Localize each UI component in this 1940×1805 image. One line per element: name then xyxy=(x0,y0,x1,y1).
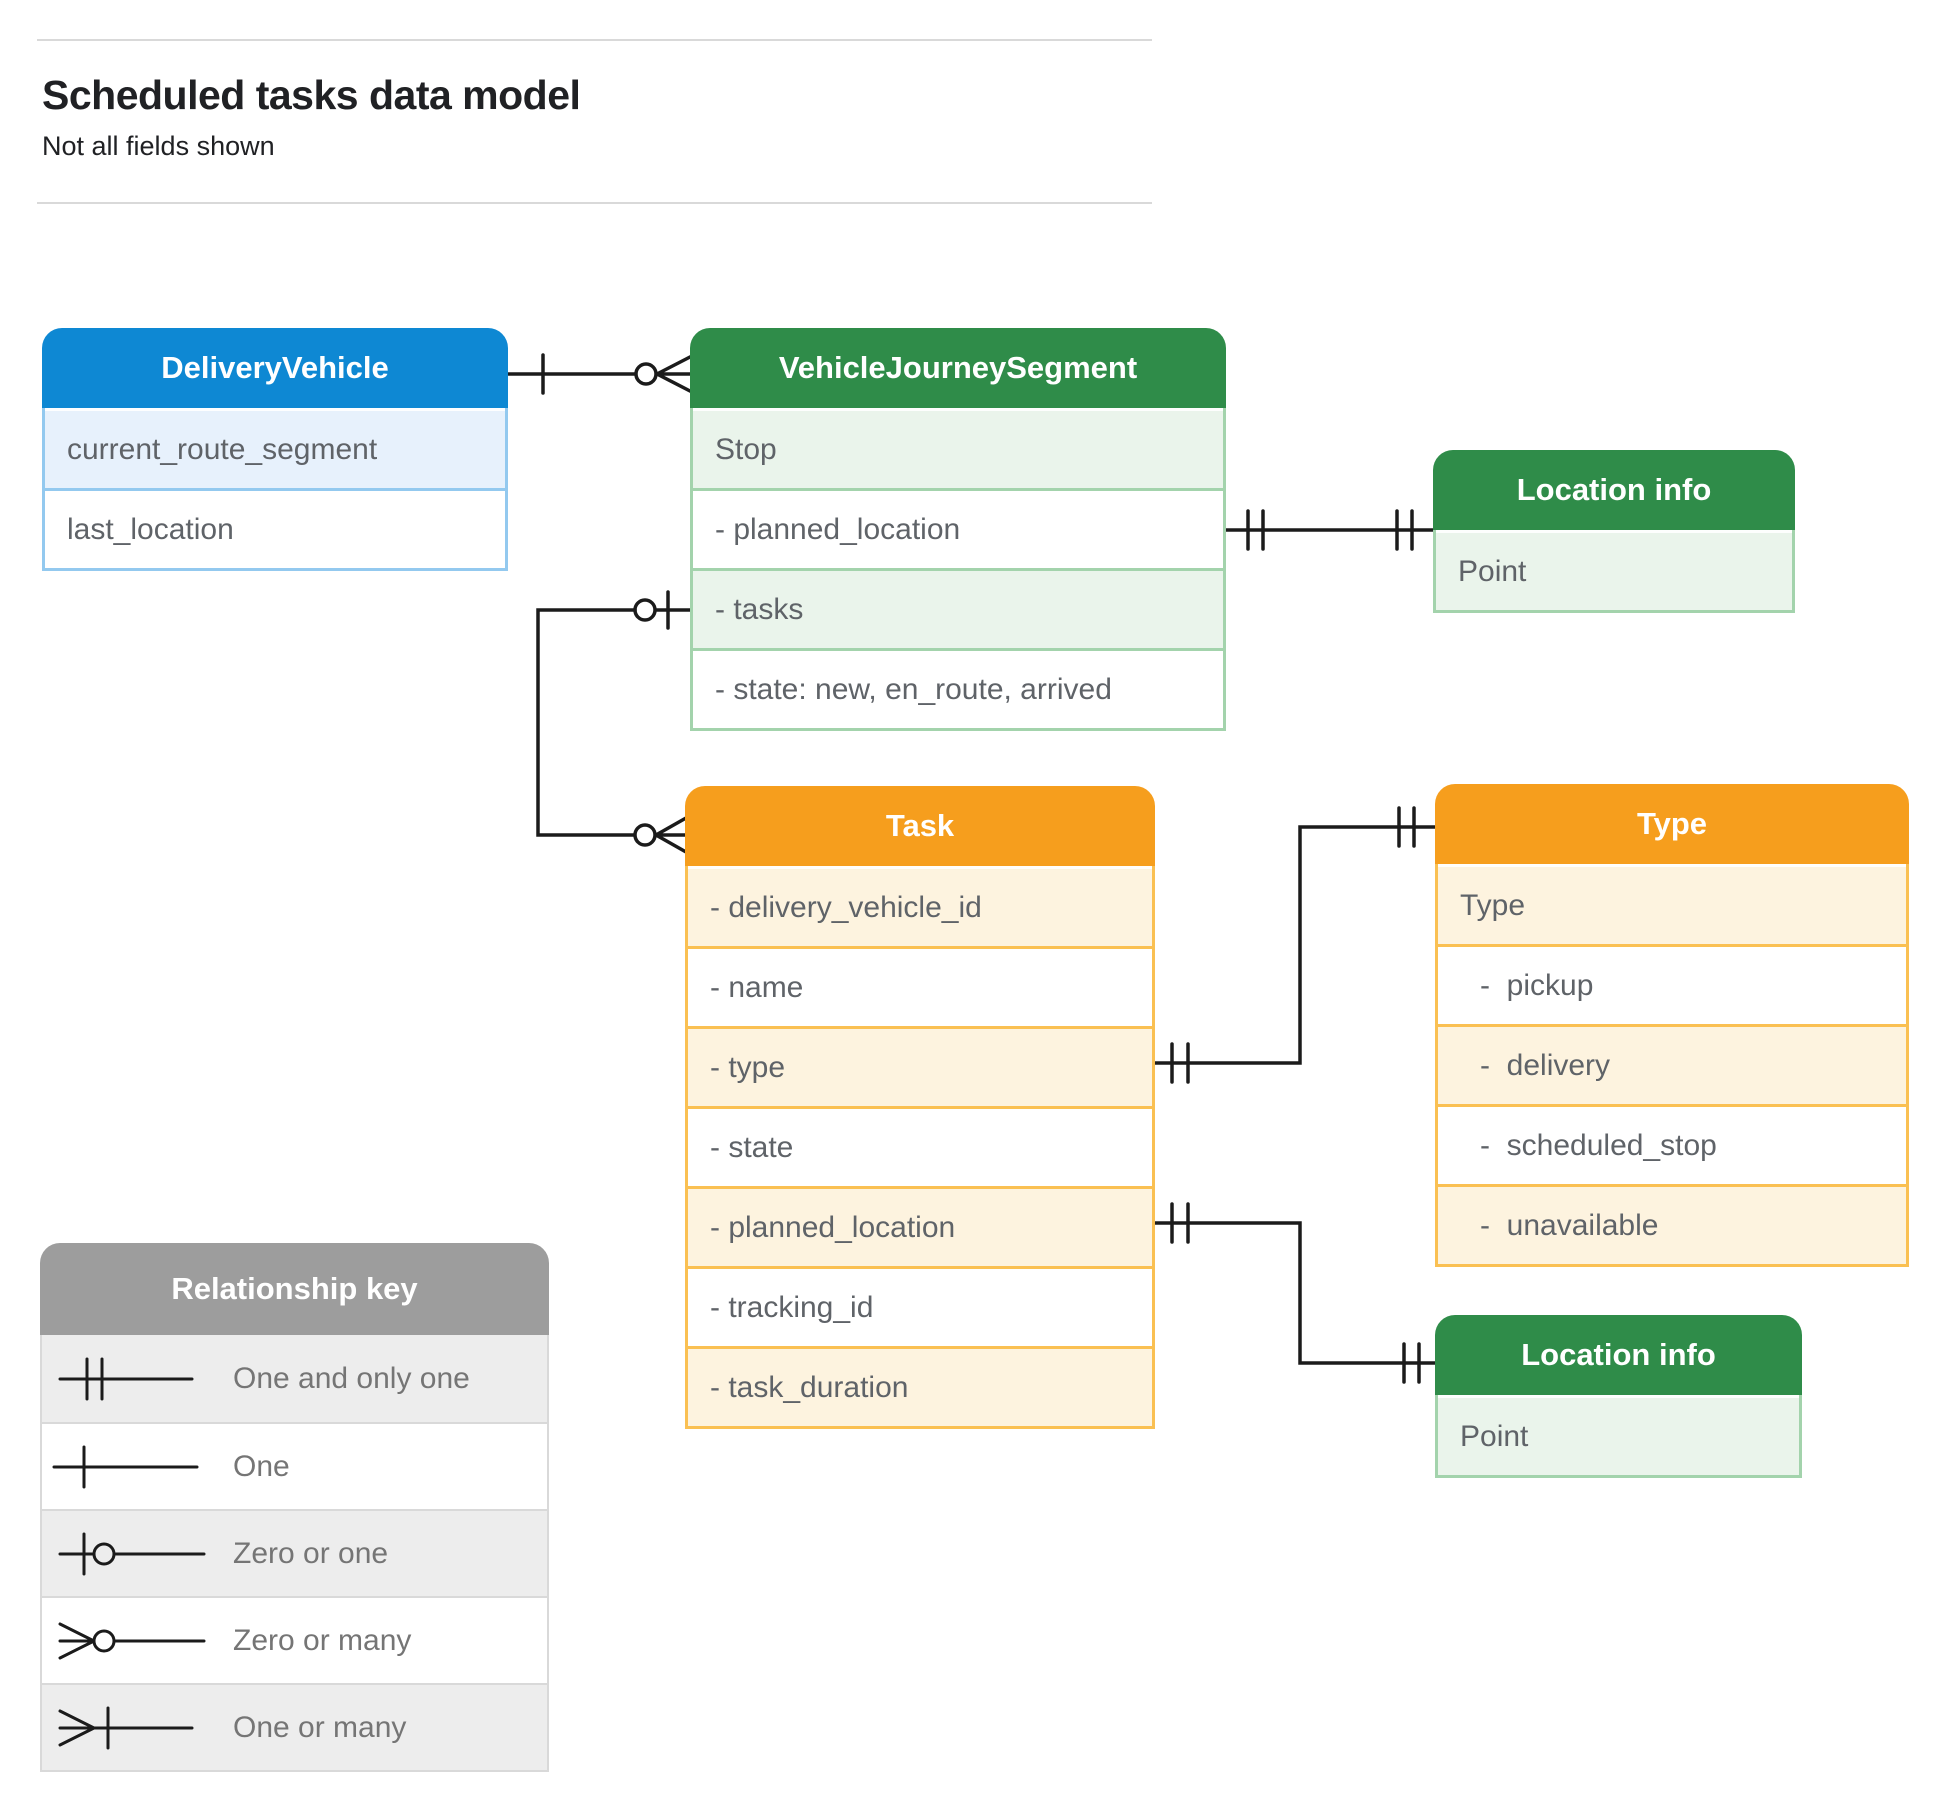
crow-foot xyxy=(654,816,688,854)
entity-task-title: Task xyxy=(685,786,1155,866)
entity-vehicle-journey-segment-title: VehicleJourneySegment xyxy=(690,328,1226,408)
entity-delivery-vehicle-title: DeliveryVehicle xyxy=(42,328,508,408)
field-stop: Stop xyxy=(693,408,1223,488)
page-title: Scheduled tasks data model xyxy=(42,72,581,118)
field-type-label: Type xyxy=(1438,864,1906,944)
legend-label: Zero or many xyxy=(233,1623,412,1657)
field-planned-location: - planned_location xyxy=(688,1186,1152,1266)
entity-location-info-bottom-title: Location info xyxy=(1435,1315,1802,1395)
legend-item-one-and-only-one: One and only one xyxy=(42,1335,547,1422)
entity-task: Task - delivery_vehicle_id - name - type… xyxy=(685,786,1155,1429)
field-name: - name xyxy=(688,946,1152,1026)
zero-circle xyxy=(633,598,657,622)
field-current-route-segment: current_route_segment xyxy=(45,408,505,488)
top-rule xyxy=(37,39,1152,41)
field-point: Point xyxy=(1438,1395,1799,1475)
entity-delivery-vehicle: DeliveryVehicle current_route_segment la… xyxy=(42,328,508,571)
field-tracking-id: - tracking_id xyxy=(688,1266,1152,1346)
zero-circle xyxy=(634,362,658,386)
page-subtitle: Not all fields shown xyxy=(42,131,275,161)
field-state: - state: new, en_route, arrived xyxy=(693,648,1223,728)
relationship-key-title: Relationship key xyxy=(40,1243,549,1335)
crow-foot xyxy=(655,355,692,393)
field-tasks: - tasks xyxy=(693,568,1223,648)
legend-label: One xyxy=(233,1449,290,1483)
legend-item-zero-or-one: Zero or one xyxy=(42,1509,547,1596)
entity-type: Type Type - pickup - delivery - schedule… xyxy=(1435,784,1909,1267)
legend-symbol-zero-or-one xyxy=(58,1532,206,1576)
field-scheduled-stop: - scheduled_stop xyxy=(1438,1104,1906,1184)
field-planned-location: - planned_location xyxy=(693,488,1223,568)
legend-item-one-or-many: One or many xyxy=(42,1683,547,1770)
legend-symbol-one-and-only-one xyxy=(58,1357,194,1401)
field-state: - state xyxy=(688,1106,1152,1186)
connector-vjs-tasks-task xyxy=(536,590,692,854)
legend-item-zero-or-many: Zero or many xyxy=(42,1596,547,1683)
legend-item-one: One xyxy=(42,1422,547,1509)
connector-deliveryvehicle-vehiclejourneysegment xyxy=(506,353,692,395)
connector-vjs-plannedlocation-locationinfo xyxy=(1224,509,1435,551)
zero-circle xyxy=(633,823,657,847)
legend-symbol-one xyxy=(52,1445,199,1489)
field-delivery: - delivery xyxy=(1438,1024,1906,1104)
field-point: Point xyxy=(1436,530,1792,610)
field-task-duration: - task_duration xyxy=(688,1346,1152,1426)
field-last-location: last_location xyxy=(45,488,505,568)
title-bottom-rule xyxy=(37,202,1152,204)
entity-location-info-bottom: Location info Point xyxy=(1435,1315,1802,1478)
field-type: - type xyxy=(688,1026,1152,1106)
legend-label: One or many xyxy=(233,1710,407,1744)
entity-location-info-top-title: Location info xyxy=(1433,450,1795,530)
entity-type-title: Type xyxy=(1435,784,1909,864)
legend-label: One and only one xyxy=(233,1361,470,1395)
legend-symbol-one-or-many xyxy=(58,1706,194,1750)
field-unavailable: - unavailable xyxy=(1438,1184,1906,1264)
legend-label: Zero or one xyxy=(233,1536,389,1570)
connector-task-type-type xyxy=(1153,806,1437,1084)
entity-location-info-top: Location info Point xyxy=(1433,450,1795,613)
connector-task-plannedlocation-locationinfo xyxy=(1153,1202,1437,1384)
legend-symbol-zero-or-many xyxy=(58,1622,206,1660)
entity-vehicle-journey-segment: VehicleJourneySegment Stop - planned_loc… xyxy=(690,328,1226,731)
field-pickup: - pickup xyxy=(1438,944,1906,1024)
field-delivery-vehicle-id: - delivery_vehicle_id xyxy=(688,866,1152,946)
relationship-key: Relationship key One and only one One xyxy=(40,1243,549,1772)
